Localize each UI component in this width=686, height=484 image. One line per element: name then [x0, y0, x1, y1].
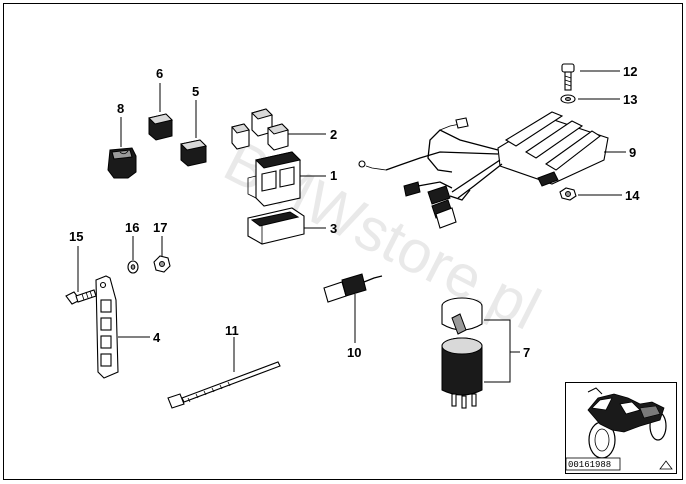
motorcycle-thumbnail: 00161988	[565, 382, 677, 474]
part-9-voltage-regulator	[358, 111, 609, 229]
callout-2: 2	[330, 127, 337, 142]
part-3-socket-base	[247, 207, 305, 245]
callout-17: 17	[153, 220, 167, 235]
callout-1: 1	[330, 168, 337, 183]
callouts: 1 2 3 4 5 6 7 8 9 10 11 12 13 14 15 16 1…	[69, 64, 640, 360]
motorcycle-icon	[587, 387, 667, 459]
callout-11: 11	[225, 323, 239, 338]
callout-8: 8	[117, 101, 124, 116]
part-12-bolt	[561, 63, 575, 91]
part-10-connector	[323, 273, 383, 303]
leader-lines	[77, 70, 626, 383]
diagram-border	[3, 3, 683, 480]
callout-6: 6	[156, 66, 163, 81]
part-14-nut	[559, 187, 577, 201]
callout-14: 14	[625, 188, 640, 203]
callout-16: 16	[125, 220, 139, 235]
callout-7: 7	[523, 345, 530, 360]
callout-10: 10	[347, 345, 361, 360]
part-6-relay	[148, 113, 173, 141]
part-2-relay-contacts	[231, 108, 289, 151]
callout-9: 9	[629, 145, 636, 160]
triangle-icon	[659, 460, 673, 470]
part-7-flasher-relay	[441, 297, 483, 409]
callout-4: 4	[153, 330, 161, 345]
part-13-washer	[560, 94, 576, 104]
part-5-relay	[179, 139, 208, 167]
part-16-washer	[127, 260, 139, 274]
callout-3: 3	[330, 221, 337, 236]
part-15-screw	[65, 289, 97, 305]
callout-13: 13	[623, 92, 637, 107]
callout-15: 15	[69, 229, 83, 244]
part-17-nut	[153, 255, 171, 273]
part-1-relay-socket	[247, 151, 301, 207]
part-11-cable-tie	[167, 361, 281, 409]
part-4-bracket	[95, 275, 119, 379]
part-8-relay-cap	[107, 147, 137, 179]
callout-12: 12	[623, 64, 637, 79]
reference-number: 00161988	[568, 460, 611, 470]
callout-5: 5	[192, 84, 199, 99]
